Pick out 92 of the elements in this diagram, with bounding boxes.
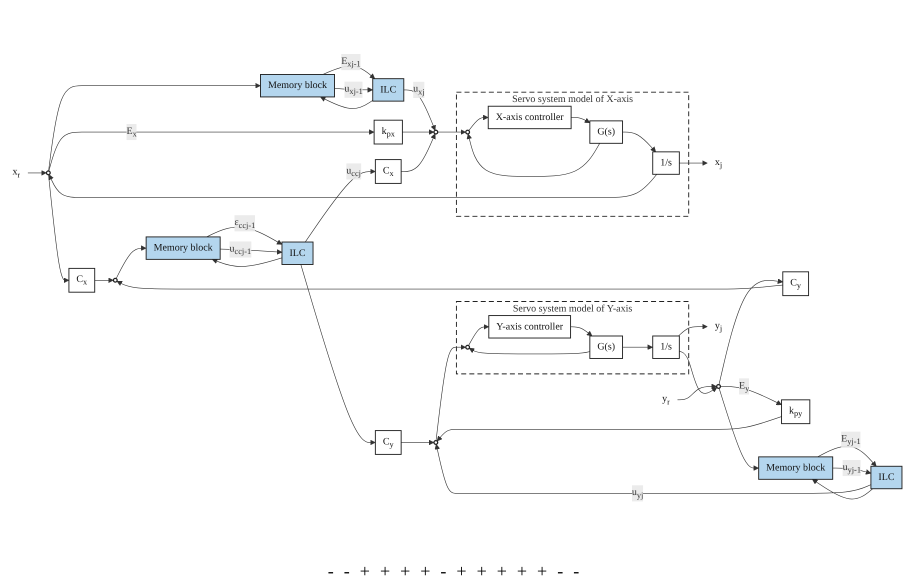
node-box: 1/s	[652, 336, 680, 360]
edge-label: u$_{xj-1}$	[344, 84, 363, 96]
arrow	[300, 264, 376, 446]
arrow	[679, 160, 708, 166]
node-box: C$_{x}$	[374, 159, 402, 184]
edge-label: u$_{xj}$	[413, 84, 425, 96]
edge-label: E$_{yj-1}$	[841, 434, 861, 446]
sign-label: +	[420, 560, 430, 582]
arrow	[402, 130, 434, 136]
arrow	[116, 281, 784, 290]
sign-label: +	[516, 560, 528, 582]
edge-label: u$_{yj-1}$	[842, 462, 862, 475]
node-circle	[46, 170, 51, 176]
sign-label: +	[476, 560, 487, 582]
node-box: ILC	[372, 78, 404, 102]
node-circle	[716, 384, 722, 390]
node-circle	[433, 440, 438, 446]
arrow	[437, 130, 466, 136]
sign-label: -	[344, 560, 350, 582]
arrow	[468, 324, 490, 346]
edge-label: E$_{x}$	[126, 126, 137, 139]
node-box: C$_{y}$	[374, 430, 402, 456]
node-box: k$_{px}$	[374, 120, 403, 145]
arrow	[718, 388, 759, 472]
node-box: G(s)	[589, 120, 624, 144]
arrow	[817, 446, 877, 467]
arrow	[220, 248, 282, 255]
node-text: y$_{r}$	[662, 394, 670, 406]
arrow	[400, 440, 434, 446]
node-box: Memory block	[260, 74, 335, 98]
sign-label: +	[496, 560, 507, 582]
arrow	[48, 174, 658, 198]
sign-label: -	[557, 560, 564, 582]
sign-label: +	[400, 560, 410, 582]
node-box: Y-axis controller	[488, 315, 572, 339]
arrow	[570, 326, 592, 336]
node-box: k$_{py}$	[781, 400, 810, 424]
node-box: G(s)	[589, 336, 624, 360]
arrow	[48, 130, 374, 172]
node-circle	[465, 130, 470, 135]
arrow	[718, 278, 784, 386]
node-text: x$_{r}$	[12, 166, 20, 180]
node-box: ILC	[282, 242, 314, 266]
node-circle	[465, 344, 470, 350]
sign-label: +	[456, 560, 467, 582]
arrow	[304, 169, 376, 243]
node-text: y$_{j}$	[714, 320, 722, 334]
arrow	[48, 174, 70, 284]
sign-label: -	[573, 560, 580, 582]
arrow	[677, 384, 717, 400]
node-box: 1/s	[652, 152, 680, 176]
arrow	[720, 386, 782, 406]
sign-label: +	[537, 560, 548, 582]
edge-label: u$_{ccj}$	[346, 165, 361, 178]
arrow	[466, 134, 600, 178]
arrow	[468, 114, 488, 132]
arrow	[94, 278, 114, 284]
arrow	[570, 117, 590, 124]
arrow	[679, 351, 718, 394]
arrow	[436, 344, 466, 442]
sign-label: +	[380, 560, 390, 582]
arrow	[27, 170, 47, 176]
arrow	[400, 134, 436, 172]
arrow	[206, 226, 282, 245]
node-box: C$_{x}$	[68, 268, 96, 293]
arrow	[469, 348, 590, 354]
arrow	[48, 83, 261, 172]
node-box: Memory block	[146, 236, 221, 260]
sign-label: -	[328, 560, 334, 582]
node-text: x$_{j}$	[714, 157, 722, 170]
sign-label: -	[440, 560, 446, 582]
arrow	[812, 479, 874, 500]
node-box: ILC	[870, 466, 902, 490]
edge-label: u$_{ccj-1}$	[230, 243, 252, 256]
edge-label: ε$_{ccj-1}$	[234, 217, 256, 230]
edge-label: E$_{y}$	[739, 380, 750, 393]
edge-label: E$_{xj-1}$	[341, 56, 361, 69]
arrow	[436, 416, 782, 442]
arrow	[622, 344, 653, 350]
arrow	[404, 90, 436, 131]
node-box: C$_{y}$	[782, 272, 810, 296]
arrow	[116, 246, 146, 280]
arrow	[320, 96, 374, 110]
sign-label: +	[360, 560, 370, 582]
node-circle	[112, 278, 118, 284]
arrow	[678, 324, 708, 337]
arrow	[212, 258, 282, 268]
node-circle	[433, 130, 438, 135]
node-box: X-axis controller	[488, 106, 572, 130]
edge-label: u$_{yj}$	[632, 487, 644, 500]
arrow	[622, 132, 656, 152]
node-box: Memory block	[758, 456, 834, 480]
